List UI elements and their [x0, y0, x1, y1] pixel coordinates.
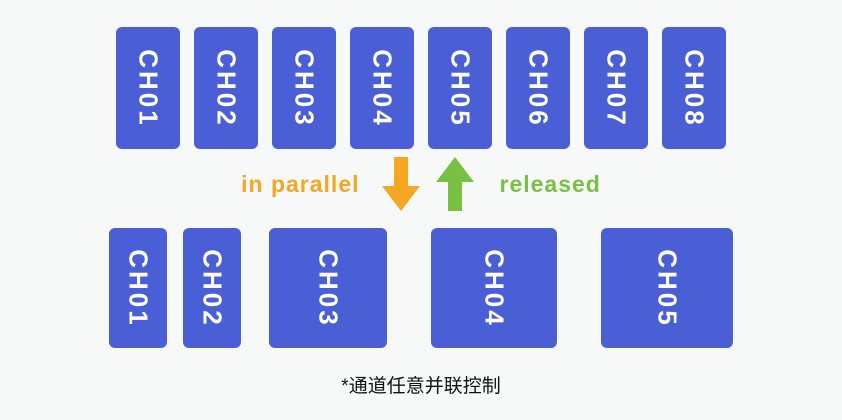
top-channel-row: CH01 CH02 CH03 CH04 CH05 CH06 CH07 CH08: [0, 27, 842, 149]
channel-label: CH06: [523, 48, 554, 128]
channel-label: CH02: [211, 48, 242, 128]
channel-label: CH03: [313, 248, 344, 328]
channel-label: CH01: [133, 48, 164, 128]
channel-box-ch07: CH07: [584, 27, 648, 149]
channel-box-ch04: CH04: [350, 27, 414, 149]
channel-label: CH05: [652, 248, 683, 328]
merged-channel-box-ch04: CH04: [431, 228, 557, 348]
released-label: released: [499, 170, 601, 197]
merged-channel-box-ch01: CH01: [109, 228, 167, 348]
arrow-down-icon: [381, 157, 420, 211]
channel-box-ch06: CH06: [506, 27, 570, 149]
in-parallel-label: in parallel: [241, 170, 360, 197]
channel-box-ch08: CH08: [662, 27, 726, 149]
channel-label: CH04: [367, 48, 398, 128]
channel-label: CH04: [479, 248, 510, 328]
merged-channel-box-ch02: CH02: [183, 228, 241, 348]
footnote-caption: *通道任意并联控制: [341, 376, 501, 397]
channel-label: CH02: [197, 248, 228, 328]
channel-label: CH03: [289, 48, 320, 128]
arrow-up-icon: [435, 157, 474, 211]
merged-channel-box-ch05: CH05: [601, 228, 733, 348]
merged-channel-box-ch03: CH03: [269, 228, 387, 348]
channel-box-ch01: CH01: [116, 27, 180, 149]
channel-box-ch03: CH03: [272, 27, 336, 149]
channel-box-ch02: CH02: [194, 27, 258, 149]
middle-annotation: in parallel released: [0, 152, 842, 216]
channel-label: CH08: [679, 48, 710, 128]
bottom-channel-row: CH01 CH02 CH03 CH04 CH05: [0, 228, 842, 348]
channel-label: CH01: [123, 248, 154, 328]
channel-label: CH07: [601, 48, 632, 128]
channel-label: CH05: [445, 48, 476, 128]
channel-box-ch05: CH05: [428, 27, 492, 149]
